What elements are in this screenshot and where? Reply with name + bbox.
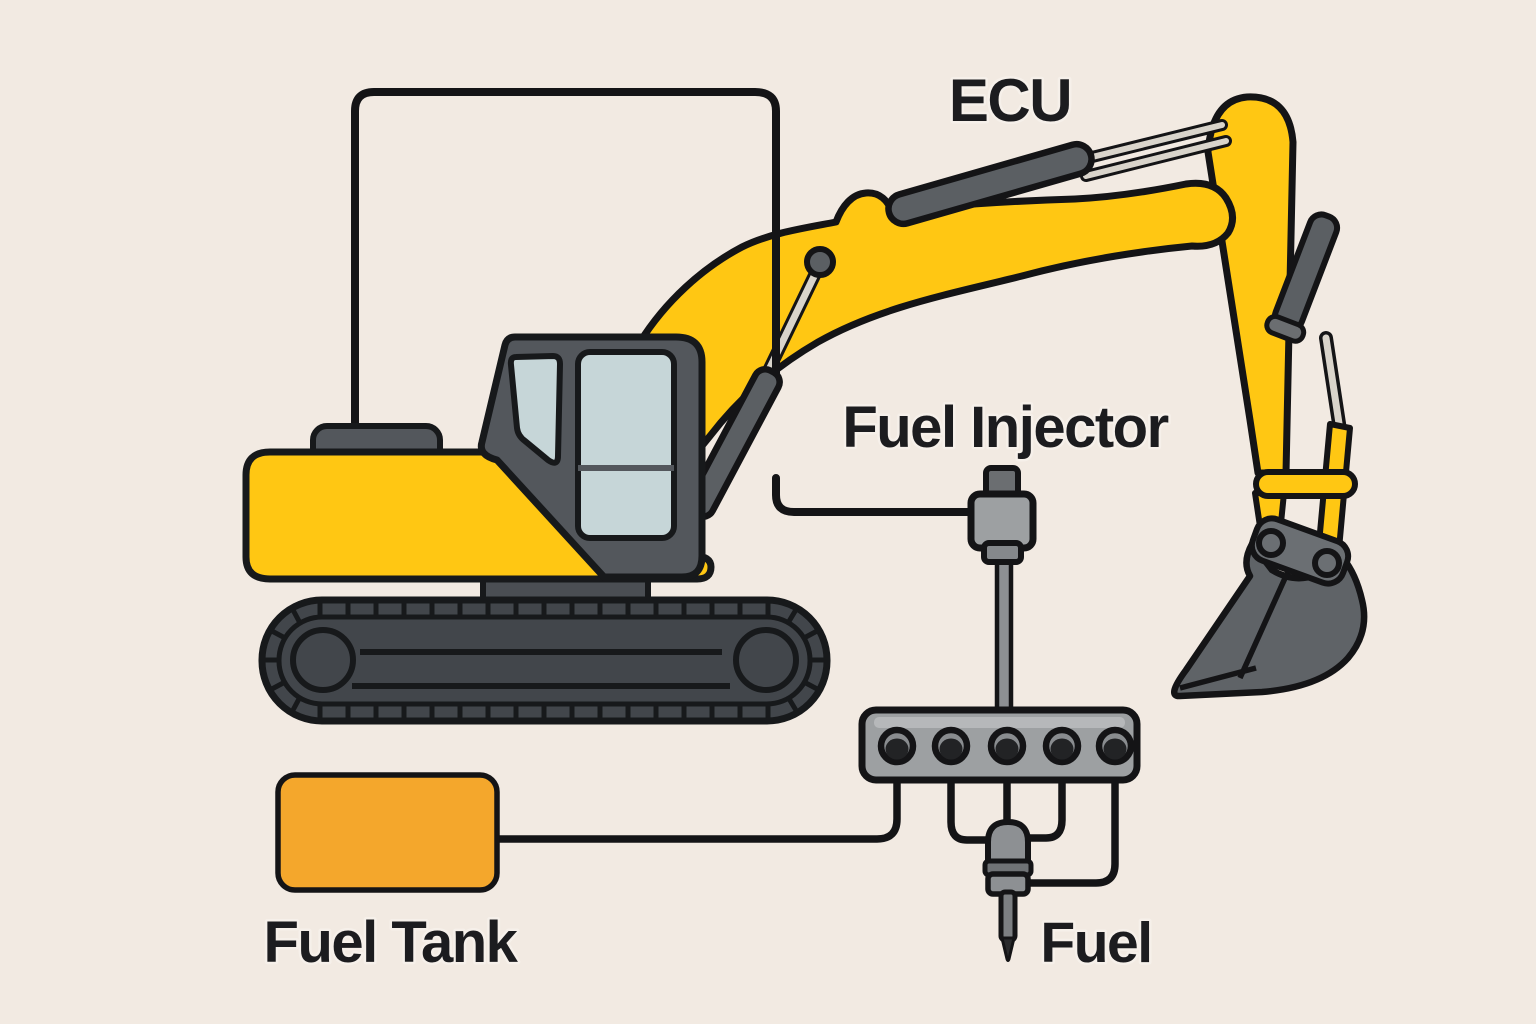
track [258, 596, 831, 725]
upper-cylinder-rod-2 [1083, 138, 1229, 179]
nozzle-needle [998, 889, 1018, 943]
labels: ECU Fuel Injector Fuel Tank Fuel [261, 65, 1173, 978]
fuel-line-port2 [947, 756, 999, 844]
bucket-cylinder [1264, 211, 1341, 344]
fuel-lines [486, 756, 1119, 887]
fuel-rail [858, 706, 1141, 784]
label-fuel: Fuel [1040, 911, 1151, 975]
injector-rod [994, 547, 1014, 718]
bucket-cylinder-rod [1322, 334, 1344, 434]
injector-block [967, 490, 1037, 552]
injector-collar [981, 540, 1024, 565]
stick-arm [1204, 93, 1358, 563]
fuel-tank-shape [275, 772, 500, 893]
stick [1204, 93, 1297, 477]
bucket [1171, 515, 1368, 700]
ecu-wire-to-injector [772, 474, 979, 516]
nozzle-top [985, 818, 1031, 867]
nozzle-tip [1000, 936, 1016, 962]
link-bar [1253, 469, 1358, 499]
label-ecu: ECU [949, 67, 1071, 134]
bucket-lip-line [1179, 665, 1257, 691]
boom [636, 179, 1236, 462]
bucket-pin-left [1256, 528, 1286, 558]
boom-shape [636, 179, 1236, 462]
upper-cylinder [885, 119, 1232, 228]
fuel-injector-assembly [967, 465, 1037, 718]
cab-windshield [507, 353, 563, 466]
fuel-line-port5 [1022, 756, 1119, 887]
bucket-pin-right [1312, 548, 1342, 578]
cab [477, 333, 706, 581]
ecu-wire [351, 88, 979, 516]
fuel-rail-highlight [874, 717, 1125, 728]
injector-nozzle [982, 818, 1034, 962]
label-fuel-tank: Fuel Tank [264, 910, 519, 975]
boom-pin [804, 246, 836, 278]
fuel-rail-ports [877, 726, 1135, 766]
cab-door-window [575, 349, 677, 541]
track-wheel-left [290, 627, 356, 693]
upper-cylinder-rod-1 [1077, 122, 1225, 163]
ecu-wire-top [351, 88, 780, 434]
fuel-line-port4 [1018, 756, 1066, 842]
label-fuel-injector: Fuel Injector [842, 395, 1168, 460]
fuel-line-tank-to-rail [486, 756, 901, 843]
track-treads [262, 601, 827, 720]
track-wheel-right [733, 627, 799, 693]
lift-cylinder [685, 246, 836, 520]
bucket-face-line [1237, 554, 1298, 680]
